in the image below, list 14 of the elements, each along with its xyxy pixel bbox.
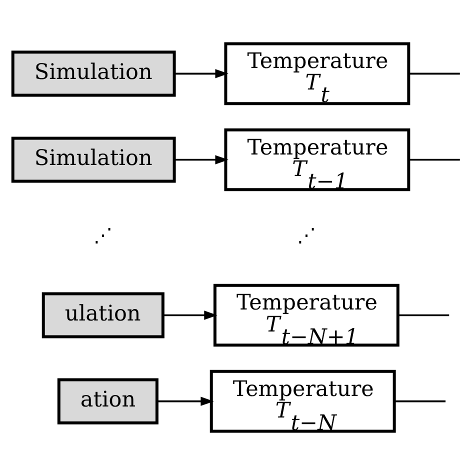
node-box: ation (57, 378, 158, 424)
node-box: Simulation (11, 50, 176, 96)
label: ⋰ (94, 224, 113, 247)
connector (398, 314, 450, 316)
arrow (174, 68, 228, 78)
label: ⋰ (296, 224, 316, 247)
arrow (157, 396, 214, 406)
connector (409, 158, 460, 160)
connector (409, 72, 460, 74)
node-box: ulation (42, 292, 164, 338)
arrow (174, 154, 228, 164)
connector (394, 400, 446, 402)
node-box: Simulation (11, 136, 176, 182)
arrow (163, 310, 218, 320)
